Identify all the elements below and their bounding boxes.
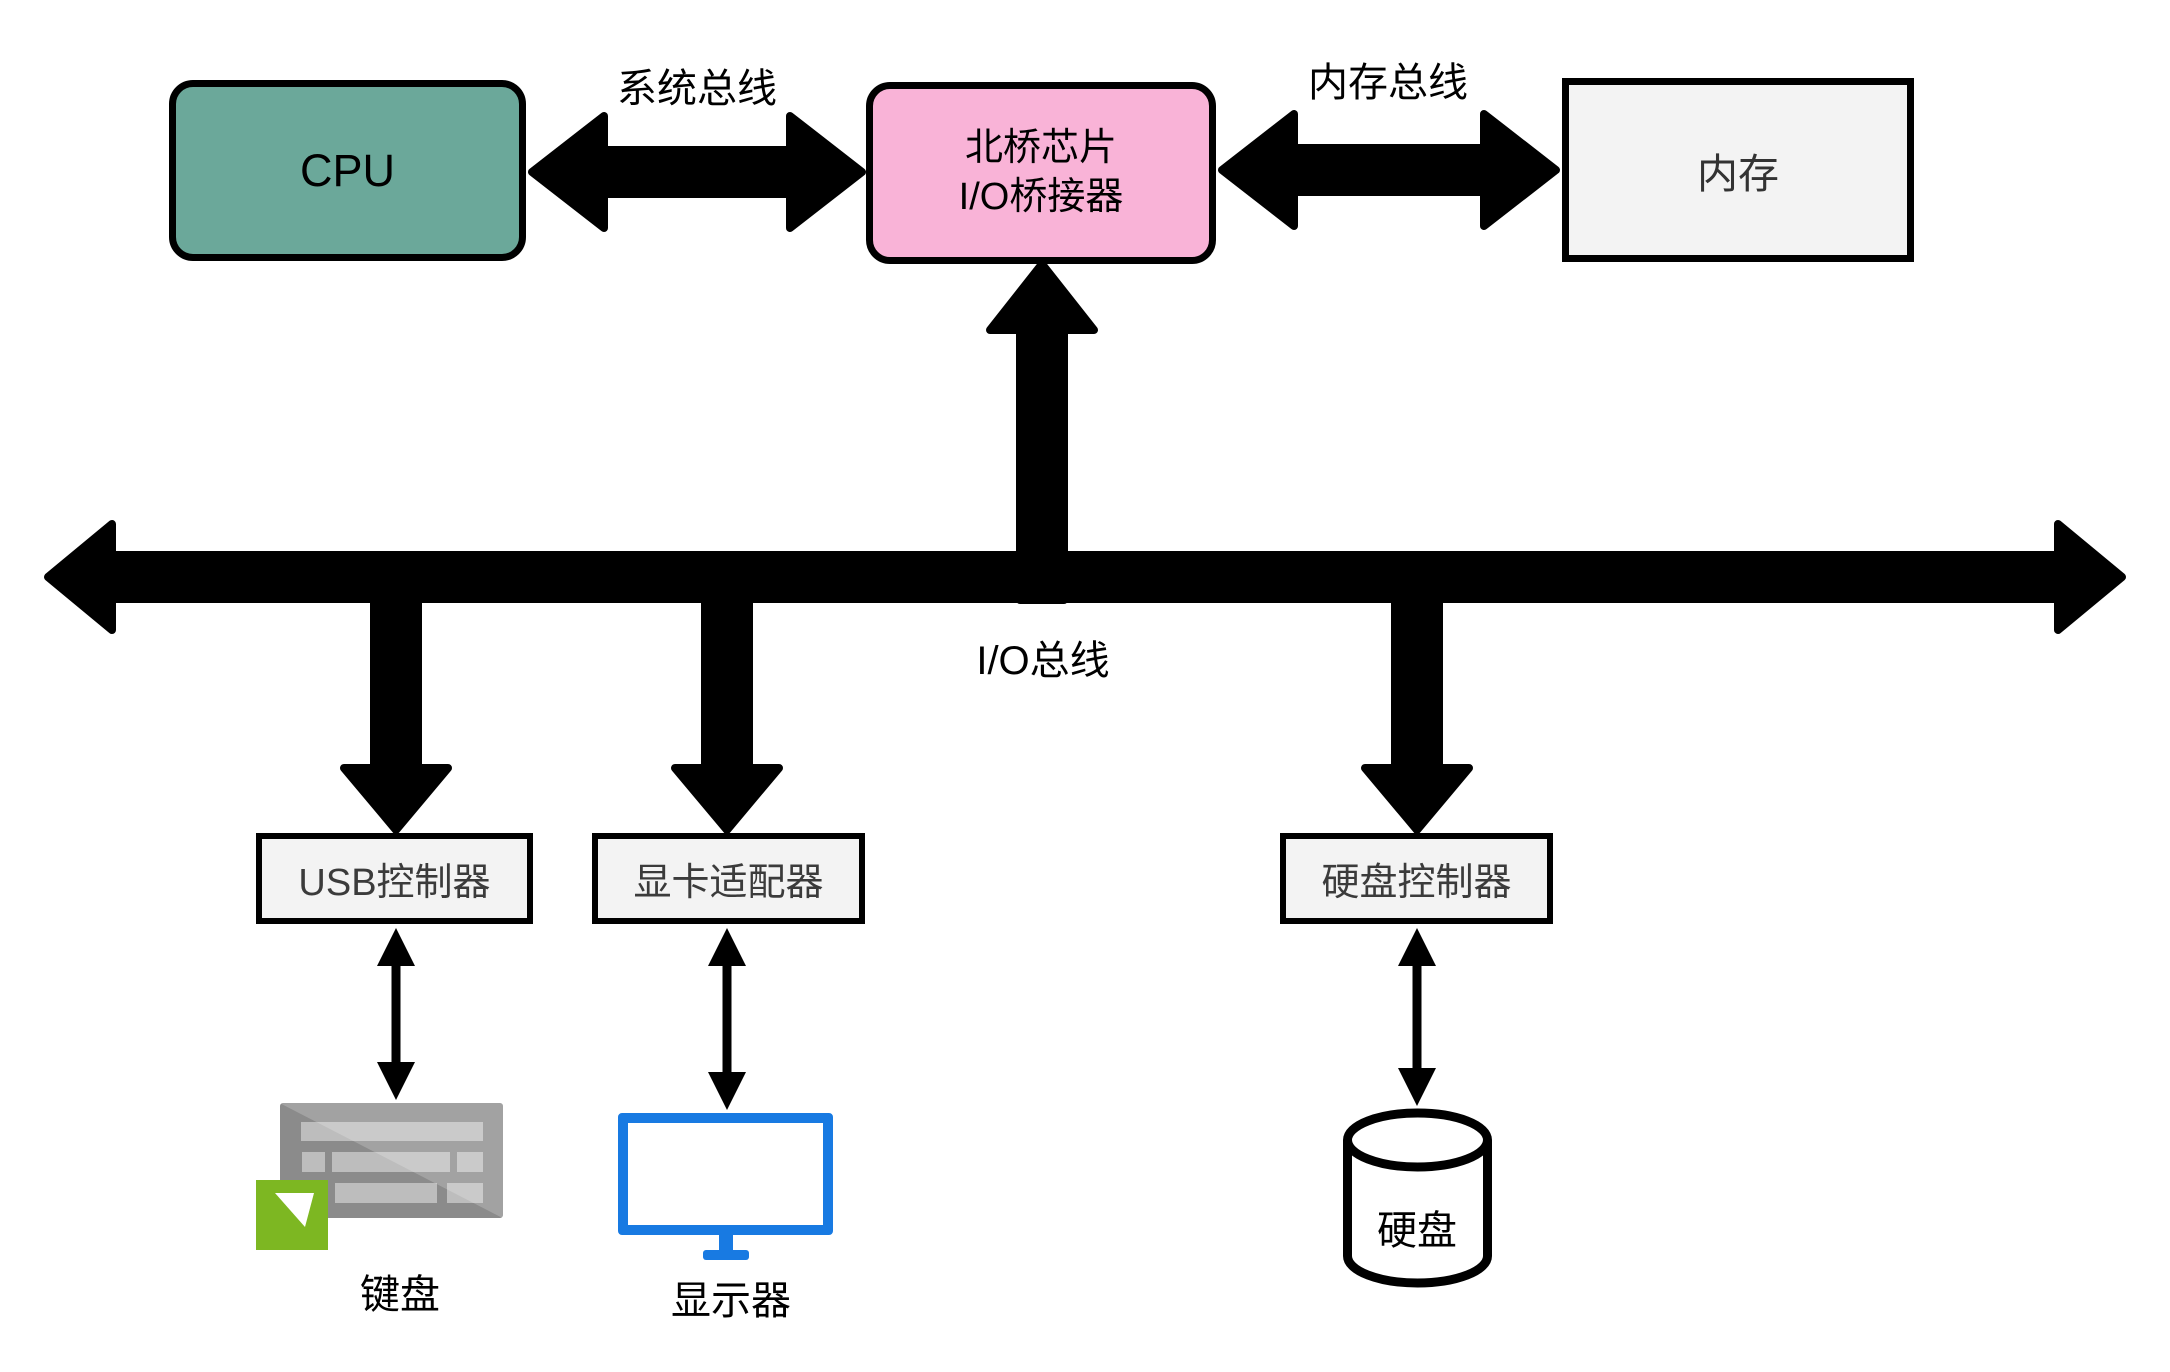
keyboard-key-bar	[301, 1122, 483, 1141]
io-bus-to-graphics-arrow-icon	[671, 574, 783, 834]
hard-disk-label: 硬盘	[1377, 1209, 1457, 1253]
cpu-node: CPU	[169, 80, 526, 261]
monitor-stand-base	[703, 1250, 749, 1260]
monitor-icon	[618, 1113, 833, 1235]
usb-controller-node: USB控制器	[256, 833, 533, 924]
keyboard-key	[447, 1183, 483, 1203]
northbridge-node: 北桥芯片 I/O桥接器	[866, 82, 1216, 264]
keyboard-green-badge-icon	[256, 1180, 328, 1250]
system-bus-arrow-icon	[528, 112, 866, 232]
usb-to-keyboard-arrow-icon	[377, 928, 415, 1100]
badge-cursor-icon	[275, 1193, 314, 1227]
keyboard-key	[335, 1183, 437, 1203]
monitor-label: 显示器	[671, 1279, 791, 1323]
thin-arrow-shapes	[377, 928, 1436, 1110]
io-bus-arrow-icon	[44, 520, 2126, 634]
hard-disk-cylinder-icon	[1343, 1108, 1492, 1288]
io-bus-label: I/O总线	[976, 639, 1110, 683]
io-bus-to-usb-arrow-icon	[340, 574, 452, 834]
graphics-adapter-node: 显卡适配器	[592, 833, 865, 924]
graphics-adapter-label: 显卡适配器	[633, 862, 824, 904]
northbridge-label: 北桥芯片 I/O桥接器	[959, 124, 1124, 221]
usb-controller-label: USB控制器	[298, 862, 491, 904]
system-bus-label: 系统总线	[617, 67, 777, 111]
memory-node: 内存	[1562, 78, 1914, 262]
controller-to-disk-arrow-icon	[1398, 928, 1436, 1106]
keyboard-label: 键盘	[360, 1273, 440, 1317]
graphics-to-monitor-arrow-icon	[708, 928, 746, 1110]
keyboard-key	[332, 1152, 450, 1172]
memory-bus-label: 内存总线	[1308, 61, 1468, 105]
io-bus-to-disk-arrow-icon	[1361, 574, 1473, 834]
keyboard-key	[457, 1152, 483, 1172]
disk-controller-label: 硬盘控制器	[1321, 862, 1512, 904]
memory-label: 内存	[1697, 151, 1779, 197]
io-bus-to-northbridge-arrow-icon	[986, 260, 1098, 604]
cpu-label: CPU	[299, 144, 395, 196]
keyboard-key	[302, 1152, 325, 1172]
disk-controller-node: 硬盘控制器	[1280, 833, 1553, 924]
northbridge-line2: I/O桥接器	[958, 176, 1124, 218]
northbridge-line1: 北桥芯片	[964, 127, 1117, 170]
monitor-stand-stem	[719, 1233, 733, 1255]
memory-bus-arrow-icon	[1218, 110, 1560, 230]
